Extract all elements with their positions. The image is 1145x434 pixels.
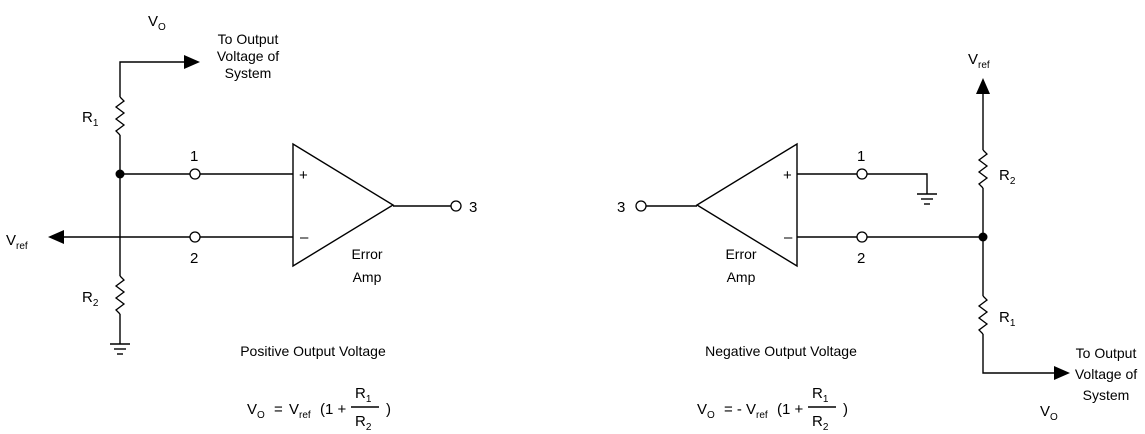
left-minus-sign: – <box>300 229 309 246</box>
right-formula-eq: = - <box>724 401 742 418</box>
left-pin1-terminal <box>189 168 201 180</box>
right-ground-icon <box>917 193 937 205</box>
right-formula-denominator: R2 <box>812 413 829 433</box>
right-pin1-label: 1 <box>857 148 865 165</box>
right-vref-arrow <box>976 78 990 94</box>
left-ground-icon <box>110 343 130 355</box>
negative-output-circuit: Vref R2 R1 To Output Voltage of System V… <box>617 51 1137 433</box>
left-formula-eq: = <box>274 401 283 418</box>
right-output-note: To Output Voltage of System <box>1075 345 1137 403</box>
left-pin2-label: 2 <box>190 250 198 267</box>
right-amp-label-line2: Amp <box>727 269 756 285</box>
left-pin2-terminal <box>189 231 201 243</box>
left-caption: Positive Output Voltage <box>240 343 386 359</box>
left-r2-label: R2 <box>82 289 99 309</box>
left-formula-open: (1 + <box>320 401 347 418</box>
left-output-wire <box>119 61 188 97</box>
right-pin3-terminal <box>635 200 647 212</box>
left-formula-denominator: R2 <box>355 413 372 433</box>
left-vref-arrow <box>48 230 64 244</box>
left-error-amp <box>292 142 395 268</box>
right-pin2-label: 2 <box>857 250 865 267</box>
left-output-arrow <box>184 55 200 69</box>
right-vref-label: Vref <box>968 51 990 71</box>
right-r2-label: R2 <box>999 167 1016 187</box>
right-formula: VO = - Vref (1 + R1 R2 ) <box>697 385 848 433</box>
right-output-note-line2: Voltage of <box>1075 366 1137 382</box>
left-formula-numerator: R1 <box>355 385 372 405</box>
right-output-wire <box>982 334 1058 374</box>
right-r1-label: R1 <box>999 309 1016 329</box>
left-pin3-label: 3 <box>469 199 477 216</box>
right-amp-label-line1: Error <box>725 246 756 262</box>
right-formula-close: ) <box>843 401 848 418</box>
left-output-note-line3: System <box>225 65 272 81</box>
right-minus-sign: – <box>784 229 793 246</box>
left-amp-label-line2: Amp <box>353 269 382 285</box>
right-vo-label: VO <box>1040 403 1058 423</box>
left-formula-lhs: VO <box>247 401 265 421</box>
right-pin3-label: 3 <box>617 199 625 216</box>
right-r1-resistor <box>977 295 989 335</box>
left-amp-label-line1: Error <box>351 246 382 262</box>
left-formula-vref: Vref <box>289 401 311 421</box>
left-vref-label: Vref <box>6 232 28 252</box>
left-formula: VO = Vref (1 + R1 R2 ) <box>247 385 391 433</box>
left-plus-sign: + <box>299 167 308 184</box>
right-formula-lhs: VO <box>697 401 715 421</box>
left-output-note: To Output Voltage of System <box>217 31 279 81</box>
left-output-note-line1: To Output <box>218 31 279 47</box>
left-r2-resistor <box>114 275 126 315</box>
left-pin1-label: 1 <box>190 148 198 165</box>
positive-output-circuit: VO To Output Voltage of System R1 1 Vref… <box>6 13 477 433</box>
right-formula-open: (1 + <box>777 401 804 418</box>
right-output-arrow <box>1054 366 1070 380</box>
right-plus-sign: + <box>783 167 792 184</box>
right-r2-resistor <box>977 149 989 189</box>
left-formula-close: ) <box>386 401 391 418</box>
right-formula-numerator: R1 <box>812 385 829 405</box>
right-error-amp <box>695 142 798 268</box>
left-output-note-line2: Voltage of <box>217 48 279 64</box>
left-r1-resistor <box>114 96 126 136</box>
right-pin1-terminal <box>856 168 868 180</box>
right-output-note-line3: System <box>1083 387 1130 403</box>
left-pin3-terminal <box>450 200 462 212</box>
right-formula-vref: Vref <box>746 401 768 421</box>
right-output-note-line1: To Output <box>1076 345 1137 361</box>
right-caption: Negative Output Voltage <box>705 343 857 359</box>
right-pin2-terminal <box>856 231 868 243</box>
left-r1-label: R1 <box>82 109 99 129</box>
left-vo-label: VO <box>148 13 166 33</box>
right-pin1-wire <box>867 173 928 194</box>
